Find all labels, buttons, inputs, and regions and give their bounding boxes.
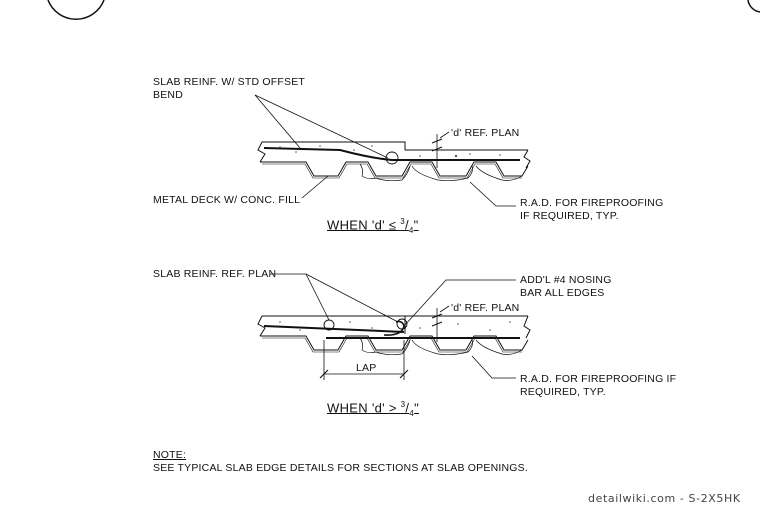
bottom-reinf-leader-2 [305,273,399,323]
top-break-left [257,141,266,163]
bottom-rad-label: R.A.D. FOR FIREPROOFING IF REQUIRED, TYP… [520,373,676,399]
bottom-rad-label-line2: REQUIRED, TYP. [520,386,606,398]
bottom-detail-title: WHEN 'd' > 3/4" [327,400,419,418]
bottom-lap-ticks [319,369,409,379]
top-detail-title: WHEN 'd' ≤ 3/4" [327,217,419,235]
bottom-rad-leader [471,355,516,379]
top-reinf-leader-2 [254,94,301,149]
note-text: SEE TYPICAL SLAB EDGE DETAILS FOR SECTIO… [153,462,528,474]
bottom-reinf-label: SLAB REINF. REF. PLAN [153,268,277,280]
top-deck-label: METAL DECK W/ CONC. FILL [153,194,301,206]
top-title-suffix: " [413,217,419,233]
top-fireproofing [359,163,523,182]
detail-bubble-right [747,0,760,13]
top-d-leader [439,131,450,139]
top-title-num: 3 [400,217,405,226]
bottom-concrete-specks [279,321,511,331]
top-concrete-specks [279,145,501,158]
top-deck-leader [301,175,329,199]
bottom-rebar-left [263,325,405,333]
top-reinf-label: SLAB REINF. W/ STD OFFSET BEND [153,76,305,102]
top-reinf-label-line1: SLAB REINF. W/ STD OFFSET [153,76,306,88]
bottom-title-num: 3 [400,400,406,409]
bottom-nosing-leader [403,279,516,327]
watermark: detailwiki.com - S-2X5HK [588,492,741,505]
bottom-title-prefix: WHEN 'd' > [327,400,401,416]
bottom-d-ticks [431,313,443,327]
bottom-fireproofing [359,337,523,356]
top-reinf-label-line2: BEND [153,89,183,101]
top-rad-label: R.A.D. FOR FIREPROOFING IF REQUIRED, TYP… [520,197,663,223]
bottom-break-left [257,315,266,337]
detail-bubble-left [47,0,105,20]
top-rad-label-line2: IF REQUIRED, TYP. [520,210,619,222]
top-slab-left-outline [262,141,406,150]
bottom-deck-profile [260,335,529,351]
bottom-lap-label: LAP [356,362,377,374]
bottom-title-suffix: " [414,400,419,416]
top-deck-profile [260,161,529,177]
top-d-label: 'd' REF. PLAN [451,127,520,139]
bottom-nosing-label: ADD'L #4 NOSING BAR ALL EDGES [520,274,612,300]
top-break-right [523,149,531,169]
top-detail-section [254,94,531,207]
top-rad-leader [469,181,516,207]
bottom-nosing-label-line1: ADD'L #4 NOSING [520,274,612,286]
bottom-rebar-circle-2 [396,318,408,330]
bottom-break-right [523,315,531,339]
top-d-ticks [431,138,443,152]
top-title-prefix: WHEN 'd' ≤ [327,217,401,233]
bottom-nosing-label-line2: BAR ALL EDGES [520,287,605,299]
note-heading: NOTE: [153,449,187,461]
top-title-den: 4 [408,225,414,235]
bottom-title-den: 4 [409,408,415,418]
bottom-reinf-leader-1 [270,273,330,321]
bottom-rad-label-line1: R.A.D. FOR FIREPROOFING IF [520,373,677,385]
top-bend-circle [385,151,399,165]
bottom-nosing-bar [383,320,405,336]
bottom-d-label: 'd' REF. PLAN [451,302,520,314]
bottom-detail-section [257,273,531,380]
top-reinf-leader-1 [254,94,389,159]
bottom-d-leader [439,305,450,313]
top-rad-label-line1: R.A.D. FOR FIREPROOFING [520,197,664,209]
top-rebar-bent [263,147,520,161]
